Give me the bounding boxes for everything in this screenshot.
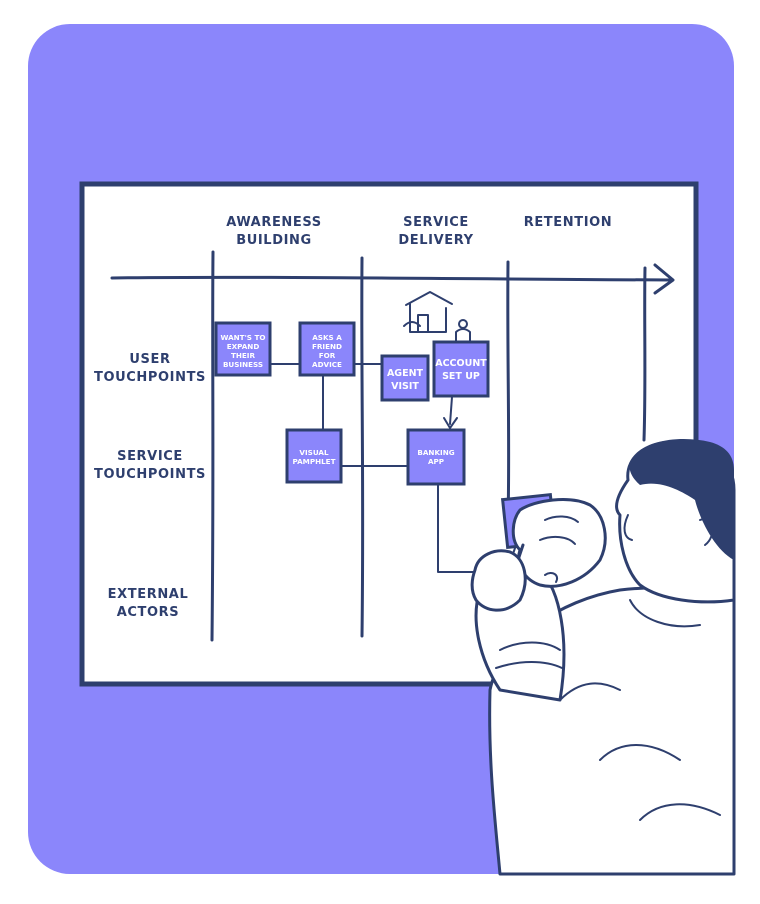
- note-asks-a-friend: ASKS A FRIEND FOR ADVICE: [298, 321, 356, 377]
- person-holding-sticky-note: [470, 439, 736, 876]
- note-banking-app: BANKING APP: [406, 428, 466, 486]
- person-icon: [455, 319, 471, 343]
- note-agent-visit: AGENT VISIT: [380, 354, 430, 402]
- row-label-service-line2: TOUCHPOINTS: [94, 467, 206, 482]
- note-text: VISIT: [391, 381, 419, 392]
- column-divider-3: [506, 260, 511, 522]
- note-text: ADVICE: [312, 360, 342, 369]
- column-header-service-line2: DELIVERY: [398, 233, 473, 248]
- note-text: APP: [428, 457, 444, 466]
- note-text: FRIEND: [312, 342, 342, 351]
- note-text: PAMPHLET: [293, 457, 336, 466]
- note-text: VISUAL: [299, 448, 329, 457]
- note-text: ASKS A: [312, 333, 342, 342]
- column-divider-2: [360, 256, 365, 638]
- note-text: EXPAND: [227, 342, 260, 351]
- note-text: FOR: [319, 351, 336, 360]
- row-label-external-line2: ACTORS: [117, 605, 180, 620]
- column-header-awareness-line1: AWARENESS: [226, 215, 322, 230]
- row-label-service-line1: SERVICE: [117, 449, 183, 464]
- note-text: SET UP: [442, 371, 480, 382]
- note-wants-to-expand: WANT'S TO EXPAND THEIR BUSINESS: [214, 321, 272, 377]
- note-text: BUSINESS: [223, 360, 263, 369]
- row-label-user-line1: USER: [129, 352, 170, 367]
- note-visual-pamphlet: VISUAL PAMPHLET: [285, 428, 343, 484]
- note-text: BANKING: [417, 448, 454, 457]
- column-header-service-line1: SERVICE: [403, 215, 469, 230]
- column-header-retention: RETENTION: [524, 215, 613, 230]
- column-header-awareness-line2: BUILDING: [236, 233, 312, 248]
- column-divider-4: [642, 266, 647, 442]
- column-divider-1: [210, 250, 215, 642]
- row-label-user-line2: TOUCHPOINTS: [94, 370, 206, 385]
- note-text: ACCOUNT: [435, 358, 487, 369]
- connectors: [269, 363, 491, 573]
- timeline-arrow: [110, 263, 675, 295]
- house-icon: [403, 291, 453, 333]
- row-label-external-line1: EXTERNAL: [108, 587, 189, 602]
- note-text: THEIR: [231, 351, 256, 360]
- note-account-setup: ACCOUNT SET UP: [432, 340, 490, 398]
- note-text: WANT'S TO: [221, 333, 266, 342]
- note-text: AGENT: [387, 368, 424, 379]
